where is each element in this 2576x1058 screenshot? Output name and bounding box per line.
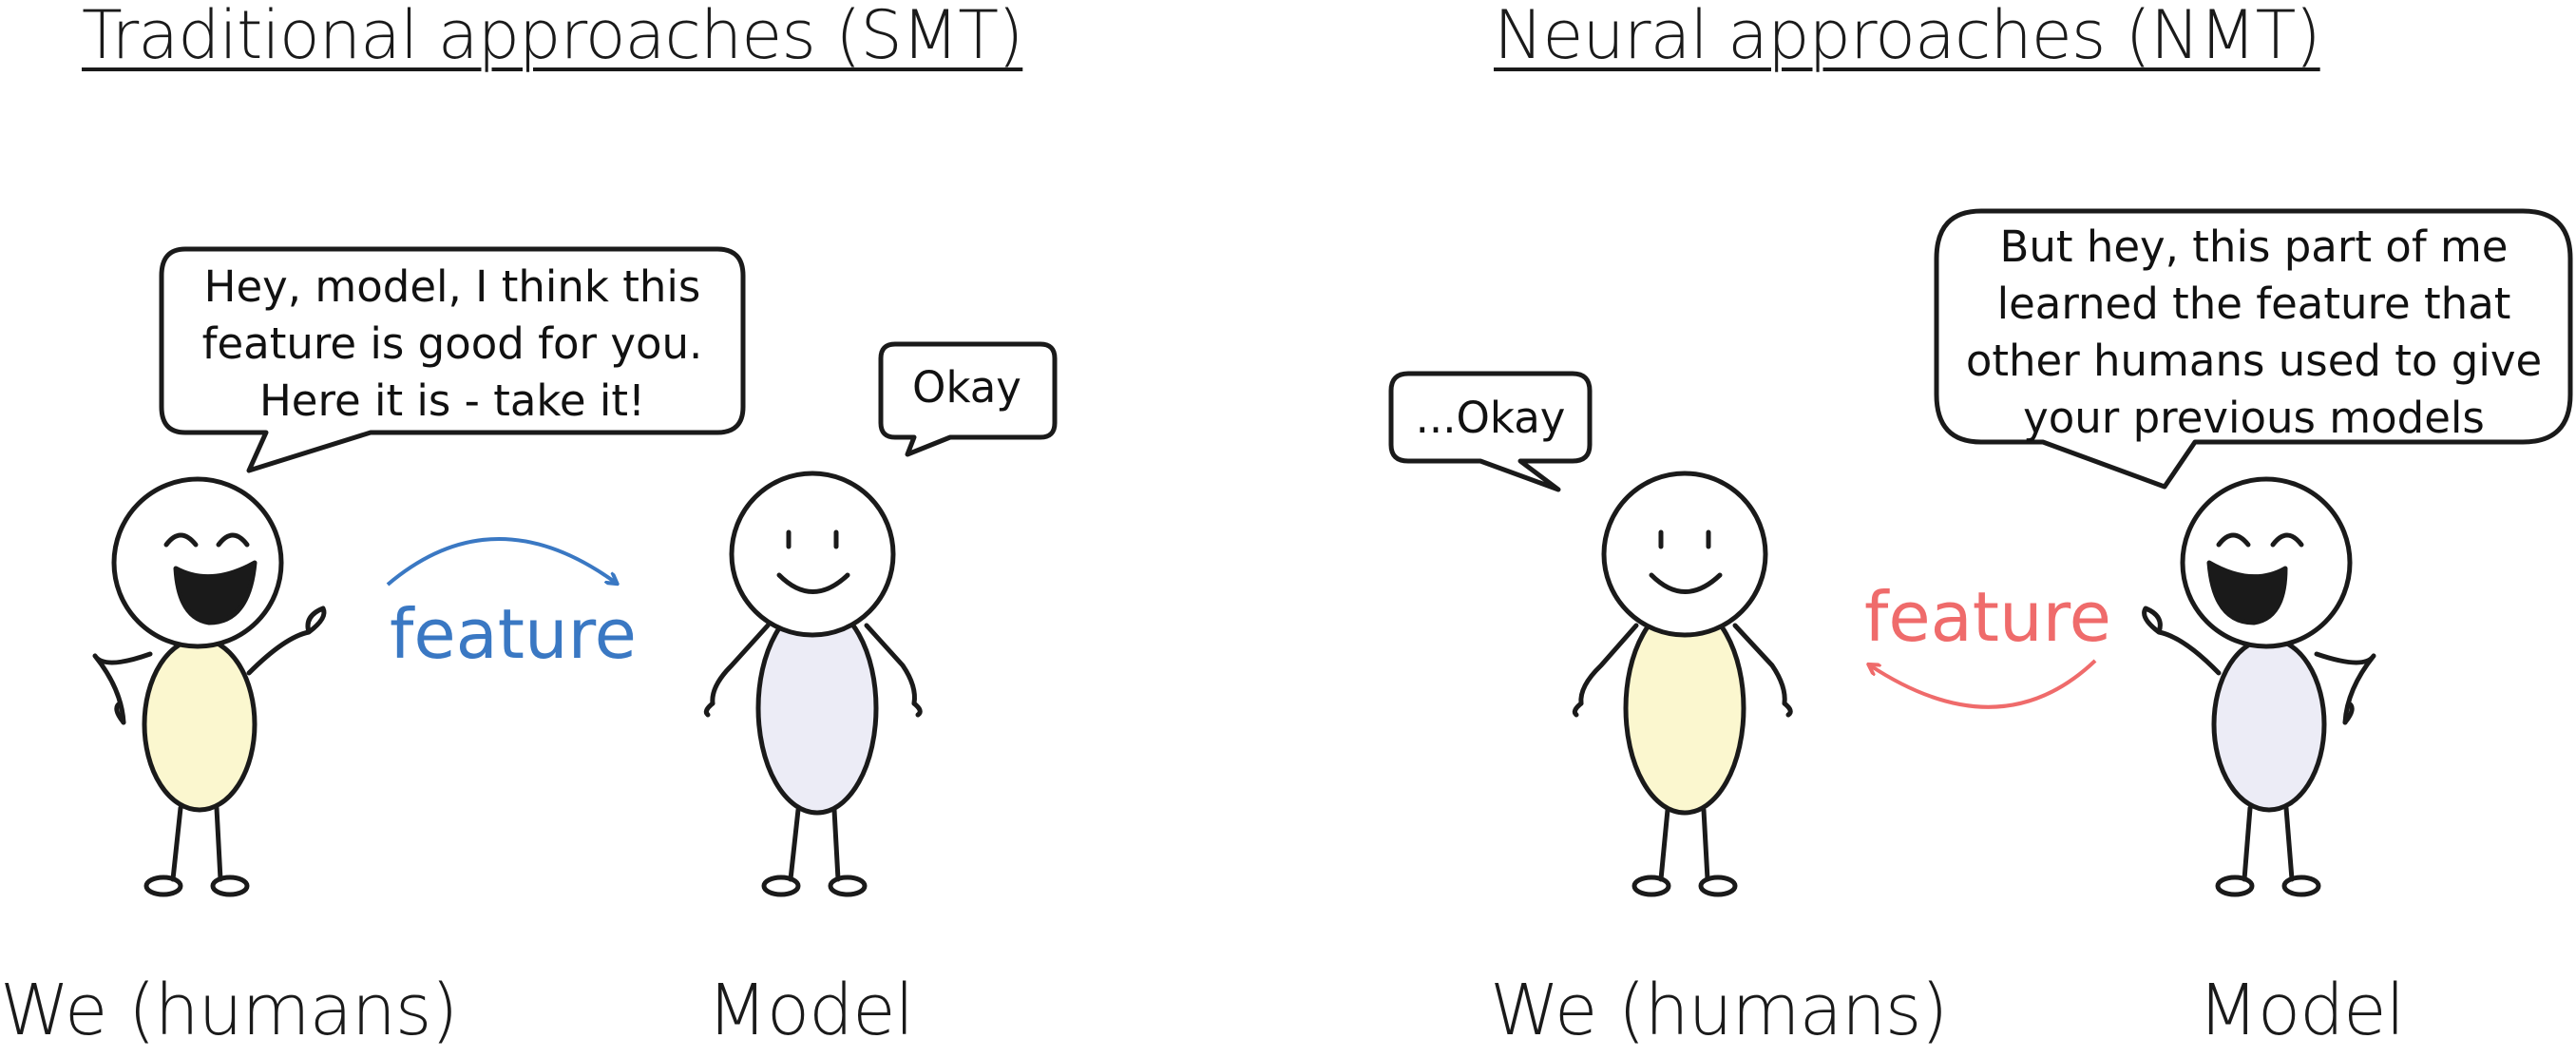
right-human-speech-bubble (1388, 371, 1593, 492)
right-human-figure (1572, 471, 1793, 897)
right-model-speech-bubble (1934, 208, 2573, 490)
right-panel-title: Neural approaches (NMT) (1494, 0, 2321, 74)
right-model-label: Model (2198, 970, 2405, 1051)
right-human-speech-text: ...Okay (1415, 393, 1566, 443)
right-feature-arrow (1870, 659, 2097, 709)
right-human-label: We (humans) (1490, 970, 1948, 1051)
left-feature-arrow (386, 537, 616, 587)
left-panel-title: Traditional approaches (SMT) (82, 0, 1023, 74)
left-model-figure (703, 471, 923, 897)
left-model-speech-bubble (878, 341, 1058, 457)
right-feature-label: feature (1864, 577, 2111, 657)
left-model-label: Model (707, 970, 914, 1051)
left-human-speech-text: Hey, model, I think this feature is good… (201, 261, 703, 426)
right-model-speech-text: But hey, this part of me learned the fea… (1965, 221, 2543, 443)
left-human-speech-bubble (159, 246, 746, 473)
right-model-figure (2142, 476, 2376, 897)
left-feature-label: feature (390, 594, 637, 674)
left-human-figure (92, 476, 327, 897)
left-model-speech-text: Okay (912, 362, 1021, 413)
left-human-label: We (humans) (0, 970, 458, 1051)
